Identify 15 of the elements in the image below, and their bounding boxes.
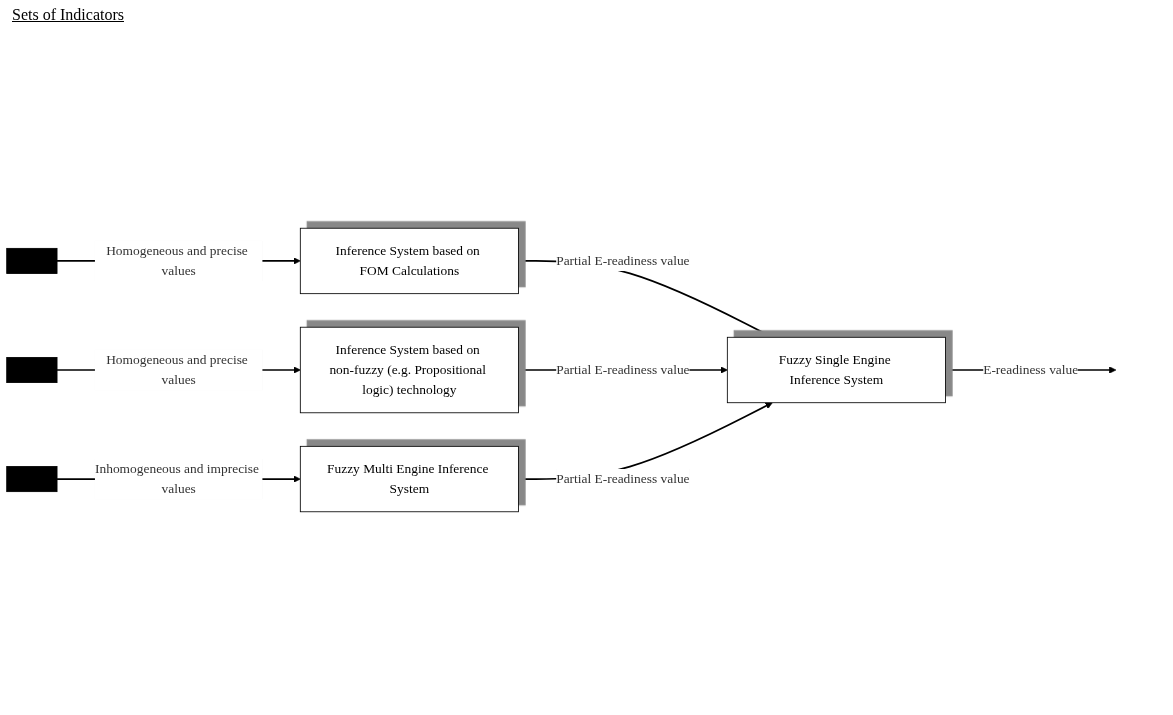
node-box: Fuzzy Single Engine Inference System bbox=[726, 336, 946, 404]
edge-label: Partial E-readiness value bbox=[556, 253, 690, 268]
node-box: Inference System based on FOM Calculations bbox=[299, 227, 519, 295]
node-box: Inference System based on non-fuzzy (e.g. Propositional logic) technology bbox=[299, 326, 519, 414]
edge-label: E-readiness value bbox=[983, 362, 1079, 377]
edge-label: Partial E-readiness value bbox=[556, 471, 690, 486]
node-bar bbox=[6, 466, 58, 493]
edge-label: Homogeneous and precise values bbox=[106, 352, 248, 387]
edge-label: Homogeneous and precise values bbox=[106, 243, 248, 278]
diagram-title: Sets of Indicators bbox=[12, 6, 124, 24]
node-box: Fuzzy Multi Engine Inference System bbox=[299, 445, 519, 513]
node-bar bbox=[6, 247, 58, 274]
edge-label: Partial E-readiness value bbox=[556, 362, 690, 377]
edge-label: Inhomogeneous and imprecise values bbox=[95, 461, 259, 496]
node-bar bbox=[6, 357, 58, 383]
